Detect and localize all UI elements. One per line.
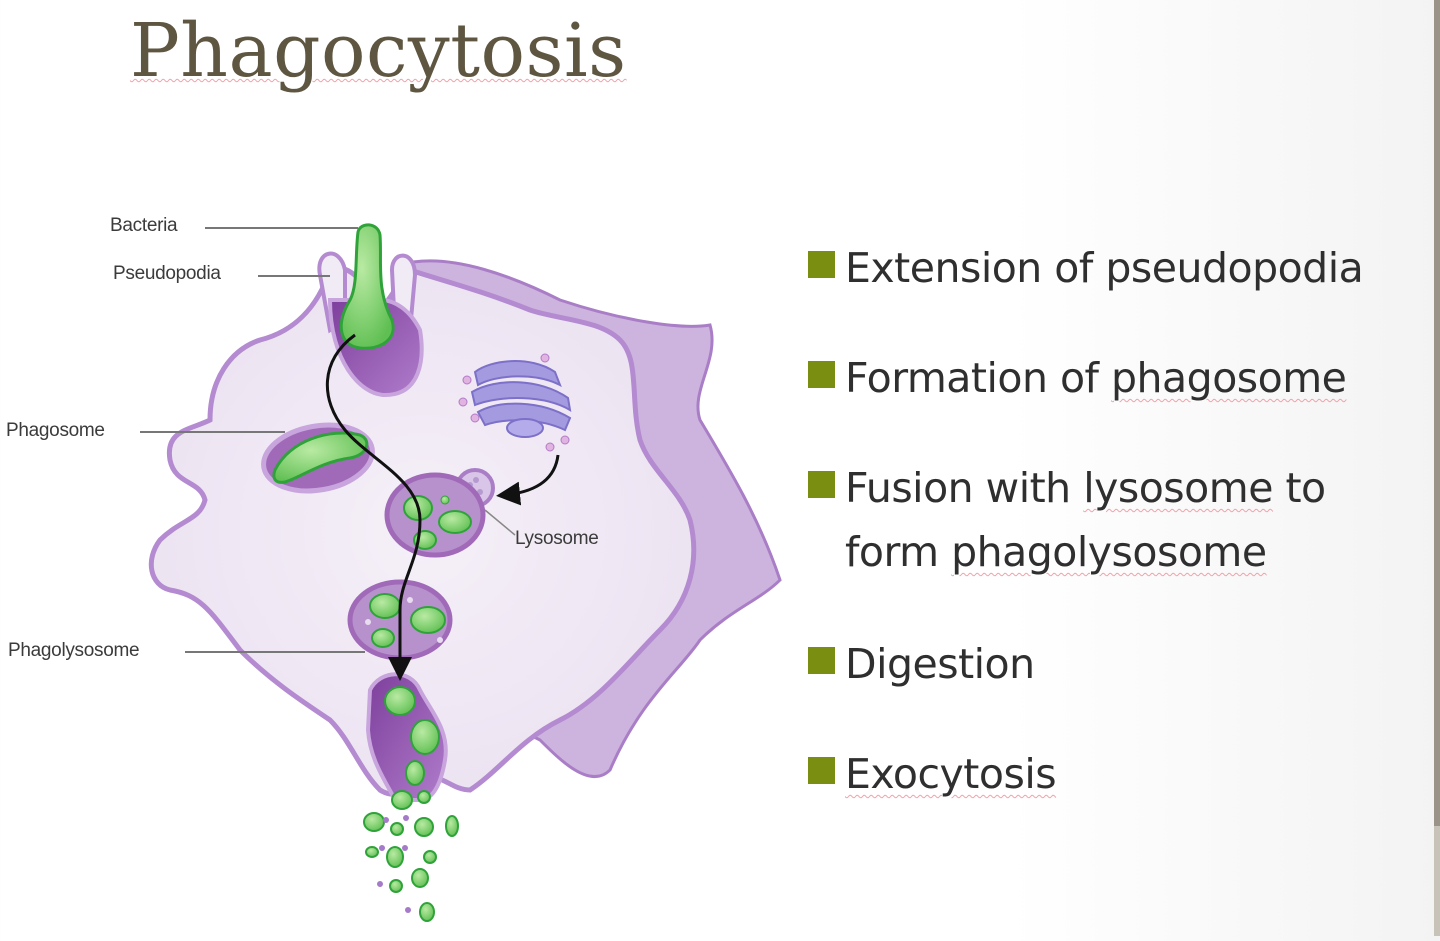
label-phagolysosome: Phagolysosome	[8, 640, 140, 661]
bacterium-entering	[339, 223, 395, 350]
list-item: Digestion	[808, 632, 1035, 696]
lysosome-leader-line	[484, 509, 516, 536]
cell-illustration	[140, 223, 782, 922]
list-item-text: Formation of phagosome	[845, 354, 1347, 402]
label-bacteria: Bacteria	[110, 215, 178, 236]
bullet-marker-icon	[808, 647, 835, 674]
digested-particle	[384, 686, 416, 716]
list-item-text: Digestion	[845, 640, 1035, 688]
process-path-arrow	[325, 333, 422, 681]
bullet-marker-icon	[808, 361, 835, 388]
spellcheck-flagged-word: phagolysosome	[951, 528, 1267, 576]
list-item-text: Extension of pseudopodia	[845, 244, 1364, 292]
list-item: Formation of phagosome	[808, 346, 1347, 410]
slide-title: Phagocytosis	[130, 6, 627, 96]
bullet-marker-icon	[808, 757, 835, 784]
label-pseudopodia: Pseudopodia	[113, 263, 221, 284]
spellcheck-flagged-word: phagosome	[1111, 354, 1347, 402]
label-lysosome: Lysosome	[515, 528, 599, 549]
released-debris	[363, 760, 459, 922]
golgi-to-lysosome-arrow	[496, 454, 560, 506]
list-item: Exocytosis	[808, 742, 1057, 806]
phagosome-bacterium	[272, 431, 369, 484]
golgi-apparatus	[458, 353, 572, 452]
lysosome-fusion	[384, 468, 495, 558]
slide-right-edge	[1434, 0, 1440, 936]
spellcheck-flagged-word: Exocytosis	[845, 750, 1057, 798]
phagocytosis-diagram: Bacteria Pseudopodia Phagosome Lysosome …	[0, 190, 800, 936]
slide-title-text: Phagocytosis	[130, 8, 627, 94]
label-phagosome: Phagosome	[6, 420, 105, 441]
bullet-marker-icon	[808, 251, 835, 278]
list-item-text: Exocytosis	[845, 742, 1057, 806]
digested-particle	[410, 719, 440, 755]
bullet-marker-icon	[808, 471, 835, 498]
list-item: Extension of pseudopodia	[808, 236, 1364, 300]
spellcheck-flagged-word: lysosome	[1083, 464, 1273, 512]
